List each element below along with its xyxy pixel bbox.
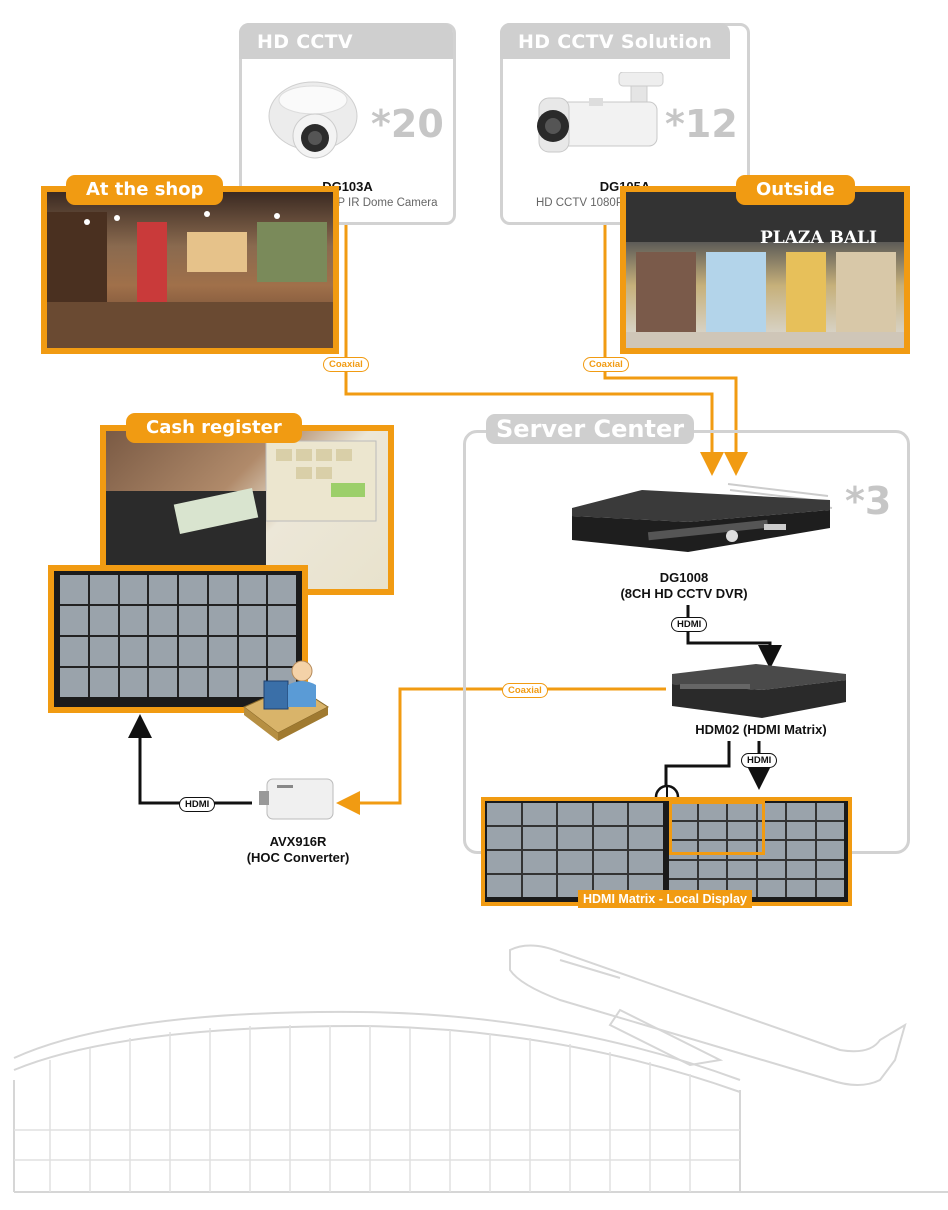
dvr-model: DG1008 <box>659 570 709 585</box>
coax-line-bullet <box>603 212 748 476</box>
coax-line-dome <box>344 212 724 476</box>
local-display-frame <box>481 797 852 906</box>
bullet-camera-icon <box>537 72 664 153</box>
dome-quantity: *20 <box>371 102 444 146</box>
solution-header: HD CCTV Solution <box>500 23 731 59</box>
outside-photo: PLAZA BALI <box>620 186 910 354</box>
coaxial-label: Coaxial <box>502 683 548 698</box>
converter-desc: (HOC Converter) <box>246 850 350 865</box>
solution-card-dome: HD CCTV Solution *20 DG103A HD CCTV 1080… <box>239 23 456 225</box>
hdmi-label: HDMI <box>179 797 216 812</box>
converter-model: AVX916R <box>269 834 327 849</box>
tag-at-the-shop: At the shop <box>66 175 224 205</box>
hdmi-label: HDMI <box>671 617 708 632</box>
dvr-quantity: *3 <box>845 479 892 523</box>
plaza-bali-sign: PLAZA BALI <box>760 228 877 248</box>
solution-header: HD CCTV Solution <box>239 23 453 91</box>
local-display-highlight <box>669 801 765 855</box>
operator-icon <box>243 660 329 741</box>
local-display-grid-right <box>669 803 844 897</box>
dvr-desc: (8CH HD CCTV DVR) <box>620 586 748 601</box>
mouse-cable <box>664 741 731 786</box>
hdmi-matrix-device-icon <box>672 664 846 718</box>
dvr-device-icon <box>572 483 833 552</box>
dome-camera-icon <box>268 81 358 159</box>
local-display-grid-left <box>487 803 663 897</box>
airplane-icon <box>509 944 907 1086</box>
shop-photo <box>41 186 339 354</box>
hdmi-label: HDMI <box>741 753 778 768</box>
mall-storefront-image <box>626 192 904 348</box>
shop-shelves-image <box>47 211 333 348</box>
server-center-title: Server Center <box>486 414 695 444</box>
coaxial-label: Coaxial <box>323 357 369 372</box>
tag-outside: Outside <box>736 175 855 205</box>
hoc-converter-icon <box>259 778 334 820</box>
monitor-wall-grid <box>60 575 296 697</box>
coaxial-label: Coaxial <box>583 357 629 372</box>
tag-cash-register: Cash register <box>126 413 302 443</box>
hdmi-matrix-label: HDM02 (HDMI Matrix) <box>695 722 827 737</box>
airport-terminal-illustration <box>13 944 948 1193</box>
bullet-quantity: *12 <box>665 102 738 146</box>
local-display-tag: HDMI Matrix - Local Display <box>578 890 752 908</box>
